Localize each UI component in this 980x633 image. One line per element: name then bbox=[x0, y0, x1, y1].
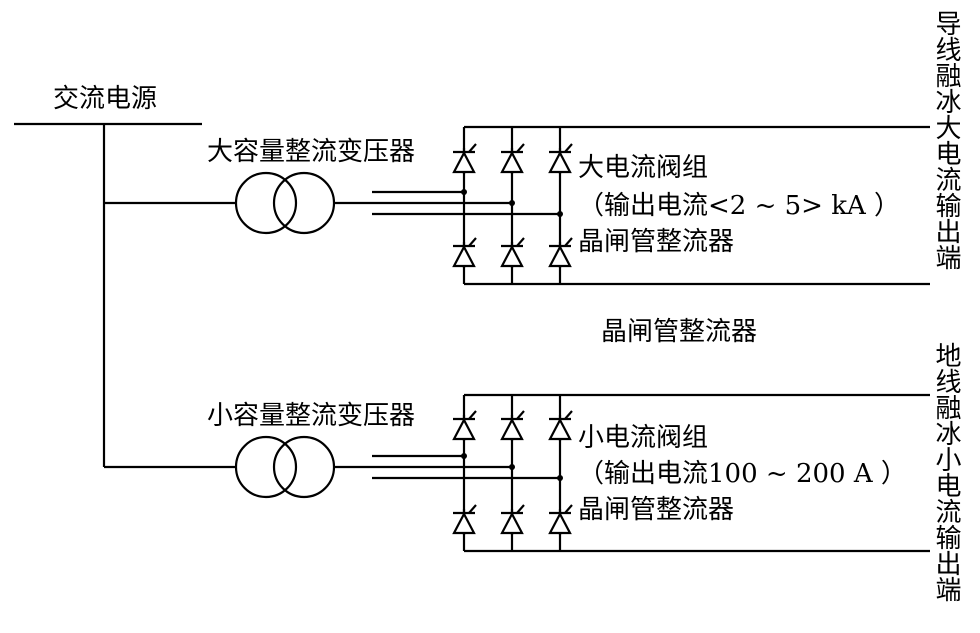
middle-rectifier-label: 晶闸管整流器 bbox=[601, 317, 757, 347]
upper-rectifier-label: 晶闸管整流器 bbox=[578, 227, 734, 257]
lower-valve-label: 小电流阀组 bbox=[578, 423, 708, 453]
thyristor-icon bbox=[451, 503, 478, 537]
ac-source-bus bbox=[14, 122, 236, 469]
upper-side-label: 导线融冰大电流输出端 bbox=[931, 10, 961, 270]
thyristor-icon bbox=[451, 236, 478, 270]
transformer-icon bbox=[234, 435, 336, 499]
thyristor-icon bbox=[547, 142, 574, 176]
lower-phase-leads bbox=[372, 453, 563, 481]
transformer-icon bbox=[234, 171, 336, 235]
upper-output-label: （输出电流<2 ~ 5> kA ） bbox=[578, 191, 900, 221]
lower-output-label: （输出电流100 ~ 200 A ） bbox=[578, 459, 907, 489]
thyristor-icon bbox=[499, 503, 526, 537]
upper-transformer-label: 大容量整流变压器 bbox=[207, 137, 415, 167]
lower-rectifier-label: 晶闸管整流器 bbox=[578, 495, 734, 525]
lower-transformer-label: 小容量整流变压器 bbox=[207, 401, 415, 431]
thyristor-icon bbox=[499, 142, 526, 176]
thyristor-icon bbox=[547, 236, 574, 270]
thyristor-icon bbox=[499, 409, 526, 443]
thyristor-icon bbox=[547, 409, 574, 443]
thyristor-icon bbox=[547, 503, 574, 537]
upper-rectifier-bridge bbox=[451, 125, 930, 286]
thyristor-icon bbox=[451, 409, 478, 443]
lower-side-label: 地线融冰小电流输出端 bbox=[931, 342, 961, 602]
lower-rectifier-bridge bbox=[451, 393, 930, 553]
thyristor-icon bbox=[499, 236, 526, 270]
thyristor-icon bbox=[451, 142, 478, 176]
upper-phase-leads bbox=[372, 189, 563, 217]
ac-source-label: 交流电源 bbox=[53, 84, 157, 114]
upper-valve-label: 大电流阀组 bbox=[578, 153, 708, 183]
